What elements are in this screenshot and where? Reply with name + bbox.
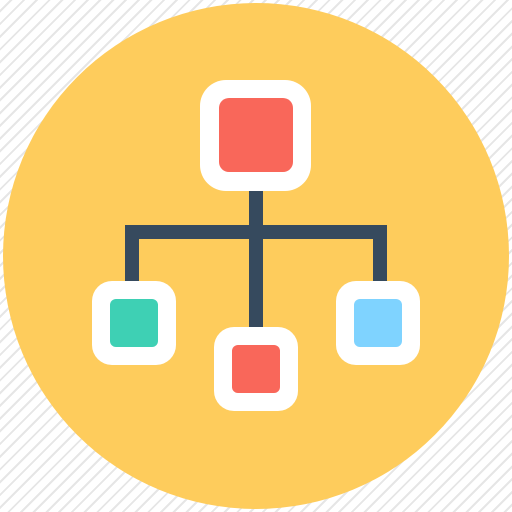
top-node bbox=[200, 80, 311, 191]
right-node bbox=[336, 281, 420, 365]
center-node-square bbox=[232, 345, 280, 393]
left-node bbox=[92, 281, 176, 365]
left-node-square bbox=[110, 299, 158, 347]
right-node-square bbox=[354, 299, 402, 347]
center-node bbox=[214, 327, 298, 411]
top-node-square bbox=[219, 98, 293, 172]
